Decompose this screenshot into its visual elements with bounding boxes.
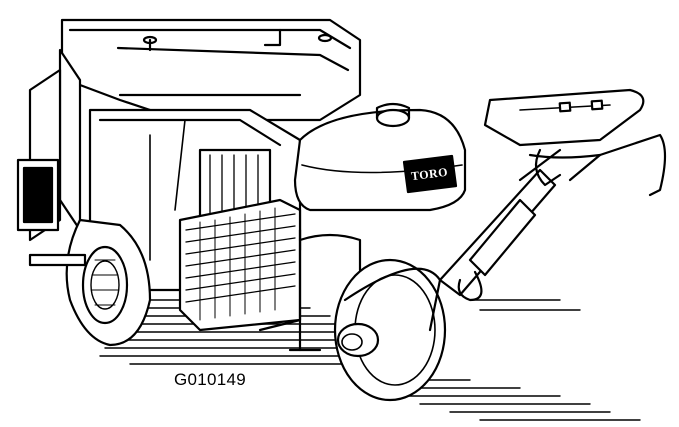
handle-arm <box>438 148 562 302</box>
frame-tubes <box>28 228 362 352</box>
fuel-tank <box>293 102 467 212</box>
figure-id: G010149 <box>174 370 247 389</box>
rear-housing <box>16 18 362 242</box>
brand-logo: TORO <box>410 165 449 183</box>
handlebar <box>483 88 667 197</box>
brand-logo-badge <box>402 154 458 194</box>
engine-grille <box>178 198 302 332</box>
rear-tire <box>65 218 152 347</box>
front-wheel <box>333 258 447 402</box>
